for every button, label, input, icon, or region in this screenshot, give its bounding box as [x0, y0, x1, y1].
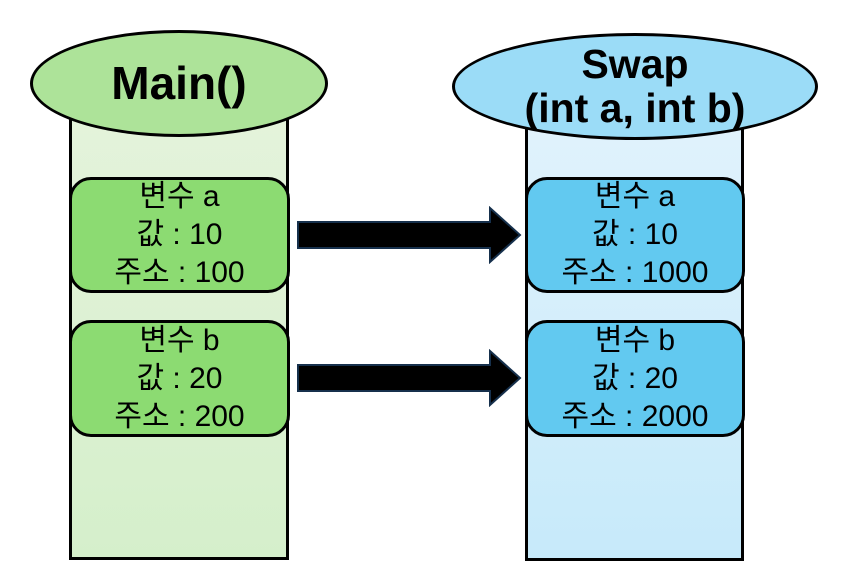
var-name: 변수 a [139, 180, 220, 213]
main-var-b-box: 변수 b 값 : 20 주소 : 200 [69, 320, 290, 437]
var-value: 값 : 10 [136, 218, 223, 251]
var-name: 변수 b [594, 323, 676, 357]
var-address: 주소 : 2000 [561, 399, 709, 433]
var-name: 변수 a [594, 180, 676, 213]
main-function-title: Main() [111, 57, 247, 110]
var-value: 값 : 10 [592, 218, 678, 251]
copy-b-arrow-right-icon [297, 349, 522, 407]
var-address: 주소 : 1000 [561, 256, 709, 289]
swap-function-title-line1: Swap [581, 41, 689, 88]
var-address: 주소 : 200 [114, 399, 245, 433]
swap-function-ellipse: Swap (int a, int b) [452, 33, 818, 140]
var-value: 값 : 20 [136, 361, 223, 395]
main-function-ellipse: Main() [30, 30, 328, 137]
var-address: 주소 : 100 [114, 256, 245, 289]
swap-var-a-box: 변수 a 값 : 10 주소 : 1000 [525, 177, 745, 293]
swap-function-title-line2: (int a, int b) [524, 84, 746, 131]
var-name: 변수 b [139, 323, 220, 357]
main-var-a-box: 변수 a 값 : 10 주소 : 100 [69, 177, 290, 293]
copy-a-arrow-right-icon [297, 206, 522, 264]
swap-var-b-box: 변수 b 값 : 20 주소 : 2000 [525, 320, 745, 437]
var-value: 값 : 20 [592, 361, 678, 395]
